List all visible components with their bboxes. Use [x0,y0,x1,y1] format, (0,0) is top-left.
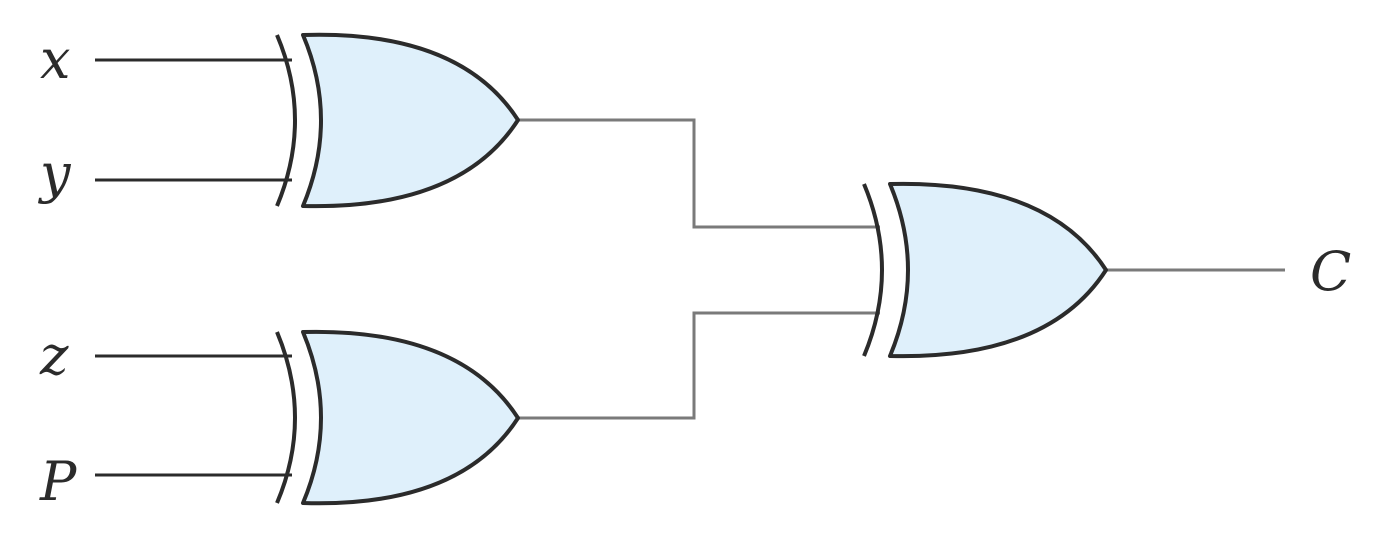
xor-gate-1-back-arc [275,34,297,207]
xor-gate-3-back-arc [862,183,884,357]
input-label-x: x [40,28,70,91]
xor-gate-1-body [301,32,520,209]
xor-gate-2-body [301,329,520,506]
wire-gate2-to-gate3 [518,311,880,420]
xor-gate-2-back-arc [275,331,297,504]
input-label-p: P [39,450,78,513]
wire-gate1-to-gate3 [518,118,880,229]
xor-gate-2 [275,329,520,506]
xor-gate-3-body [888,181,1108,359]
xor-gate-1 [275,32,520,209]
output-label-c: C [1310,240,1351,303]
input-label-y: y [38,142,72,205]
xor-gate-3 [862,181,1108,359]
input-label-z: z [39,324,69,387]
